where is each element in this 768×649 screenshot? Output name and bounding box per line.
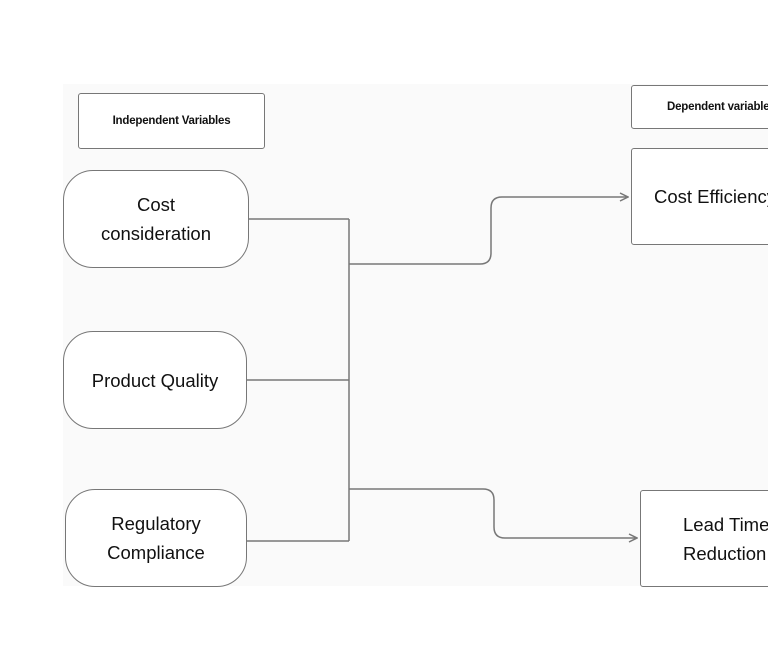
independent-variables-header-label: Independent Variables xyxy=(112,115,231,127)
product-quality-label: Product Quality xyxy=(91,369,219,391)
cost-consideration-label: Cost consideration xyxy=(100,194,212,244)
regulatory-compliance-node: Regulatory Compliance xyxy=(65,489,247,587)
lead-time-reduction-label-line1: Lead Time xyxy=(683,513,768,535)
dependent-variables-header: Dependent variables xyxy=(631,85,768,129)
lead-time-reduction-label: Lead Time Reduction xyxy=(683,510,768,568)
cost-efficiency-label: Cost Efficiency xyxy=(654,185,768,207)
lead-time-reduction-label-line2: Reduction xyxy=(683,542,767,564)
product-quality-node: Product Quality xyxy=(63,331,247,429)
arrow-to-cost-efficiency xyxy=(349,197,628,265)
regulatory-compliance-label: Regulatory Compliance xyxy=(107,513,205,563)
lead-time-reduction-node: Lead Time Reduction xyxy=(640,490,768,587)
cost-efficiency-node: Cost Efficiency xyxy=(631,148,768,245)
cost-consideration-node: Cost consideration xyxy=(63,170,249,268)
dependent-variables-header-label: Dependent variables xyxy=(667,101,768,113)
independent-variables-header: Independent Variables xyxy=(78,93,265,149)
arrow-to-lead-time-reduction xyxy=(349,488,637,538)
